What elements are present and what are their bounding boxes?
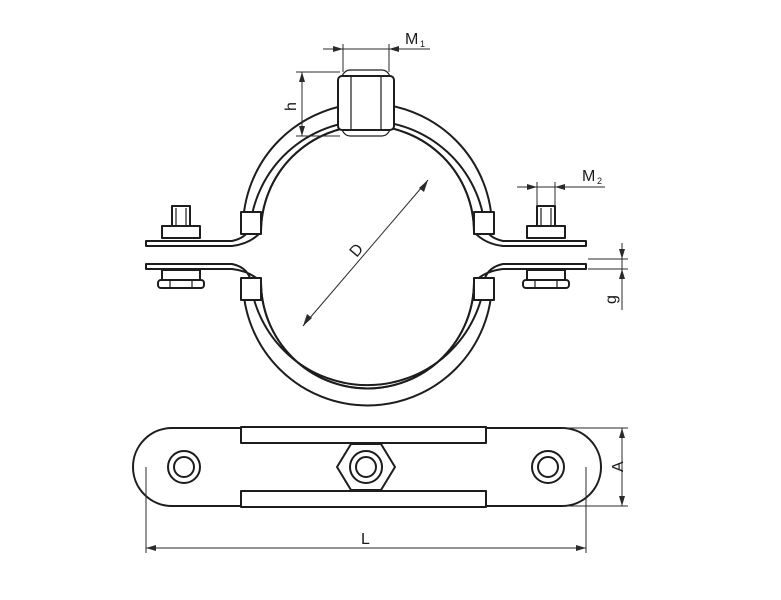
dimension-a bbox=[562, 427, 628, 507]
label-m2: M bbox=[582, 168, 595, 185]
label-m2-subscript: 2 bbox=[597, 176, 602, 186]
label-h: h bbox=[283, 102, 300, 111]
dimension-m2 bbox=[517, 182, 605, 206]
label-m1: M bbox=[405, 31, 418, 48]
liner-end-left-bottom bbox=[240, 277, 262, 301]
liner-end-right-bottom bbox=[473, 277, 495, 301]
liner-end-right-top bbox=[473, 211, 495, 235]
top-weld-nut bbox=[337, 69, 395, 137]
clamp-upper-band bbox=[145, 119, 587, 247]
dimension-l bbox=[145, 467, 587, 553]
left-screw bbox=[157, 205, 205, 289]
center-nut bbox=[336, 443, 396, 491]
diameter-dimension bbox=[302, 179, 429, 327]
pipe-clamp-top-view bbox=[132, 426, 602, 508]
clamp-lower-band bbox=[145, 263, 587, 390]
label-l: L bbox=[361, 531, 370, 548]
pipe-clamp-front-view bbox=[145, 69, 587, 407]
label-d: D bbox=[347, 241, 367, 261]
dimension-m1 bbox=[323, 44, 430, 72]
liner-strip-bottom bbox=[240, 490, 487, 508]
dimension-h bbox=[296, 71, 340, 137]
right-screw bbox=[522, 205, 570, 289]
label-a: A bbox=[610, 461, 627, 472]
dimension-g bbox=[588, 243, 628, 310]
label-g: g bbox=[603, 295, 620, 304]
left-hole bbox=[167, 450, 201, 484]
liner-end-left-top bbox=[240, 211, 262, 235]
label-m1-subscript: 1 bbox=[420, 39, 425, 49]
right-hole bbox=[531, 450, 565, 484]
liner-strip-top bbox=[240, 426, 487, 444]
